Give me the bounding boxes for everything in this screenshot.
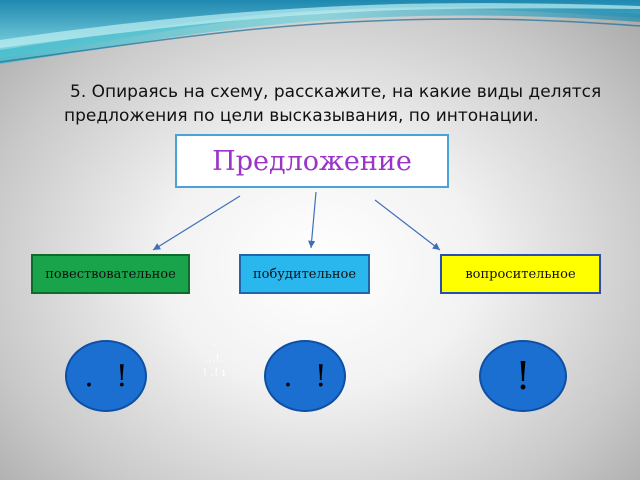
period-mark: . (84, 358, 94, 394)
small-mark-2: ...!. (204, 352, 224, 365)
exclamation-mark: ! (314, 358, 327, 394)
arrow-to-imperative (308, 191, 317, 249)
task-instruction: 5. Опираясь на схему, расскажите, на как… (64, 80, 640, 128)
arrow-to-narrative (152, 195, 241, 251)
exclamation-mark: ! (115, 358, 128, 394)
circle-interrogative-marks: ! (479, 340, 567, 412)
root-node-sentence: Предложение (175, 134, 449, 188)
small-punctuation-marks: - ...!. ! .! ı (194, 338, 234, 380)
instruction-line-2: предложения по цели высказывания, по инт… (64, 106, 539, 126)
arrow-to-interrogative (374, 199, 441, 251)
circle-imperative-marks: . ! (264, 340, 346, 412)
period-mark: . (283, 358, 293, 394)
header-wave-decoration (0, 0, 640, 64)
small-mark-3: ! .! ı (202, 366, 226, 379)
node-imperative: побудительное (239, 254, 370, 294)
small-mark-1: - (212, 338, 216, 351)
exclamation-mark: ! (515, 354, 531, 398)
instruction-line-1: 5. Опираясь на схему, расскажите, на как… (70, 82, 602, 102)
circle-narrative-marks: . ! (65, 340, 147, 412)
node-interrogative: вопросительное (440, 254, 601, 294)
node-narrative: повествовательное (31, 254, 190, 294)
